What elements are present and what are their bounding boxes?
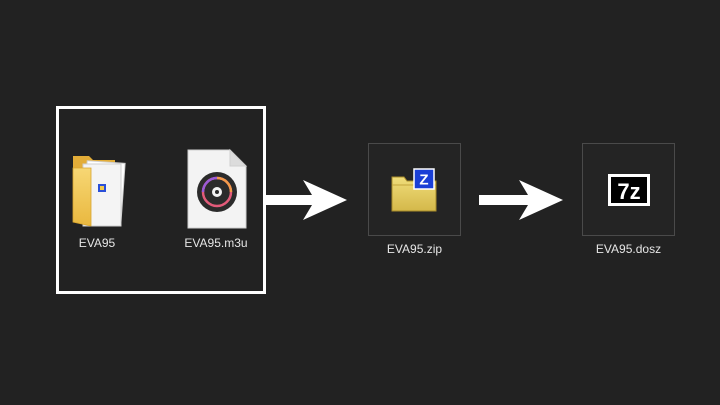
- 7z-archive-icon: 7z: [607, 173, 650, 206]
- file-item-m3u[interactable]: EVA95.m3u: [170, 148, 262, 250]
- zip-folder-icon: Z: [391, 167, 436, 211]
- folder-item-eva95[interactable]: EVA95: [56, 150, 138, 250]
- file-tile: Z: [368, 143, 461, 236]
- file-item-label: EVA95.zip: [386, 242, 443, 256]
- folder-icon: [72, 156, 126, 227]
- file-tile: 7z: [582, 143, 675, 236]
- svg-text:Z: Z: [419, 171, 428, 188]
- music-disc-file-icon: [187, 148, 248, 229]
- folder-item-label: EVA95: [78, 236, 116, 250]
- arrow-right-icon: [263, 180, 347, 220]
- file-item-label: EVA95.m3u: [184, 236, 248, 250]
- file-item-label: EVA95.dosz: [595, 242, 662, 256]
- arrow-right-icon: [479, 180, 563, 220]
- svg-text:7z: 7z: [617, 179, 640, 204]
- file-item-dosz[interactable]: 7z EVA95.dosz: [582, 143, 675, 256]
- file-item-zip[interactable]: Z EVA95.zip: [368, 143, 461, 256]
